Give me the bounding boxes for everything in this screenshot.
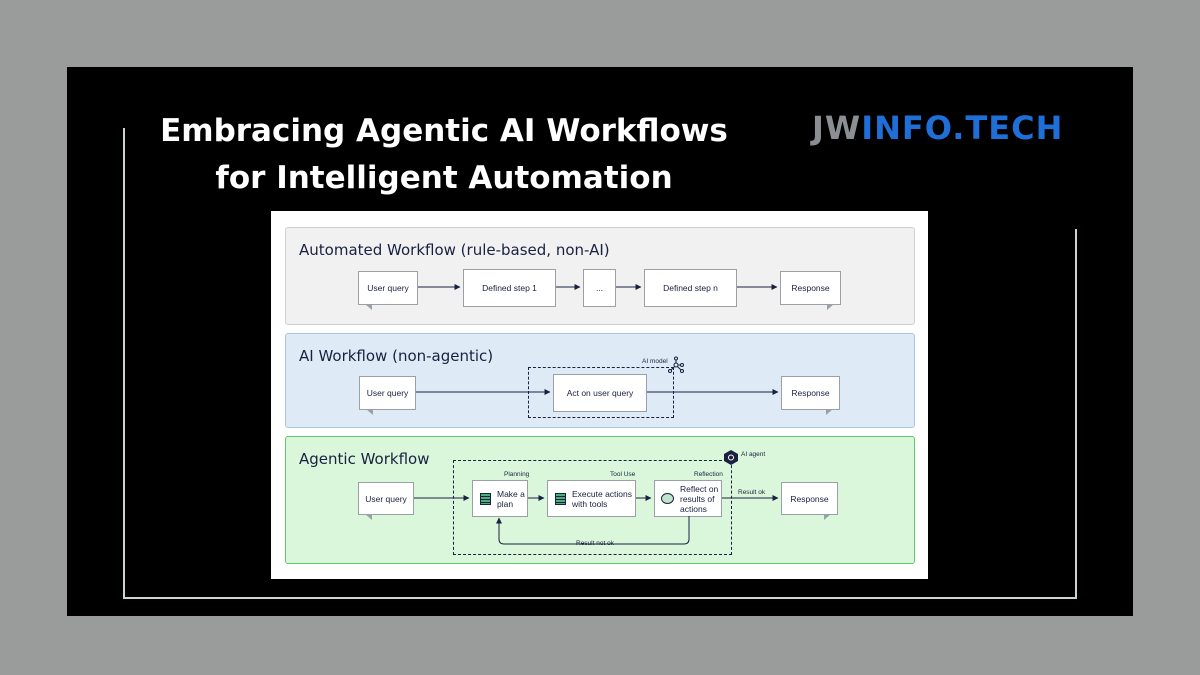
ai-workflow-title: AI Workflow (non-agentic): [299, 347, 494, 365]
automated-defined-step-1: Defined step 1: [463, 269, 556, 307]
reflection-label: Reflection: [694, 471, 723, 478]
flow-arrows: [414, 284, 779, 545]
tool-use-label: Tool Use: [610, 471, 636, 478]
arrow-result-not-ok-loop: [496, 516, 690, 545]
automated-workflow-title: Automated Workflow (rule-based, non-AI): [299, 241, 610, 259]
ai-workflow-row: AI Workflow (non-agentic) AI model User …: [285, 333, 915, 428]
reflect-box: Reflect on results of actions: [654, 480, 722, 517]
agentic-workflow-title: Agentic Workflow: [299, 450, 430, 468]
tools-document-icon: [555, 492, 566, 505]
automated-user-query: User query: [358, 271, 418, 310]
ai-model-icon: [668, 356, 684, 373]
reflect-label: Reflect on results of actions: [680, 483, 719, 514]
plan-document-icon: [480, 492, 491, 505]
title-line-2: for Intelligent Automation: [215, 160, 673, 196]
accent-line-left: [123, 128, 125, 598]
logo-infotech: INFO.TECH: [861, 109, 1064, 147]
automated-response: Response: [780, 271, 841, 310]
page-title: Embracing Agentic AI Workflows for Intel…: [124, 108, 764, 202]
make-plan-box: Make a plan: [472, 480, 528, 517]
ai-agent-boundary: [453, 460, 732, 555]
make-plan-label: Make a plan: [497, 488, 525, 509]
automated-workflow-row: Automated Workflow (rule-based, non-AI) …: [285, 227, 915, 325]
reflection-chat-icon: [661, 493, 674, 504]
accent-line-right: [1075, 229, 1077, 599]
planning-label: Planning: [504, 471, 530, 478]
automated-defined-step-n: Defined step n: [644, 269, 737, 307]
ai-user-query: User query: [359, 376, 416, 415]
execute-actions-label: Execute actions with tools: [572, 488, 633, 509]
ai-agent-label: AI agent: [741, 451, 766, 458]
result-ok-label: Result ok: [738, 489, 766, 496]
agentic-response: Response: [781, 482, 838, 520]
logo-jw: JW: [812, 109, 862, 147]
ai-act-on-query: Act on user query: [553, 374, 647, 412]
ai-response: Response: [781, 376, 840, 415]
title-line-1: Embracing Agentic AI Workflows: [160, 113, 728, 149]
agentic-user-query: User query: [358, 482, 414, 520]
execute-actions-box: Execute actions with tools: [547, 480, 636, 517]
accent-line-bottom: [123, 597, 1077, 599]
workflow-diagram: Automated Workflow (rule-based, non-AI) …: [271, 211, 928, 579]
ai-agent-icon: [724, 450, 738, 465]
agentic-workflow-row: Agentic Workflow AI agent Planning Tool …: [285, 436, 915, 564]
automated-ellipsis-step: ...: [583, 269, 616, 307]
ai-model-label: AI model: [642, 358, 668, 365]
brand-logo: JWINFO.TECH: [812, 108, 1063, 148]
